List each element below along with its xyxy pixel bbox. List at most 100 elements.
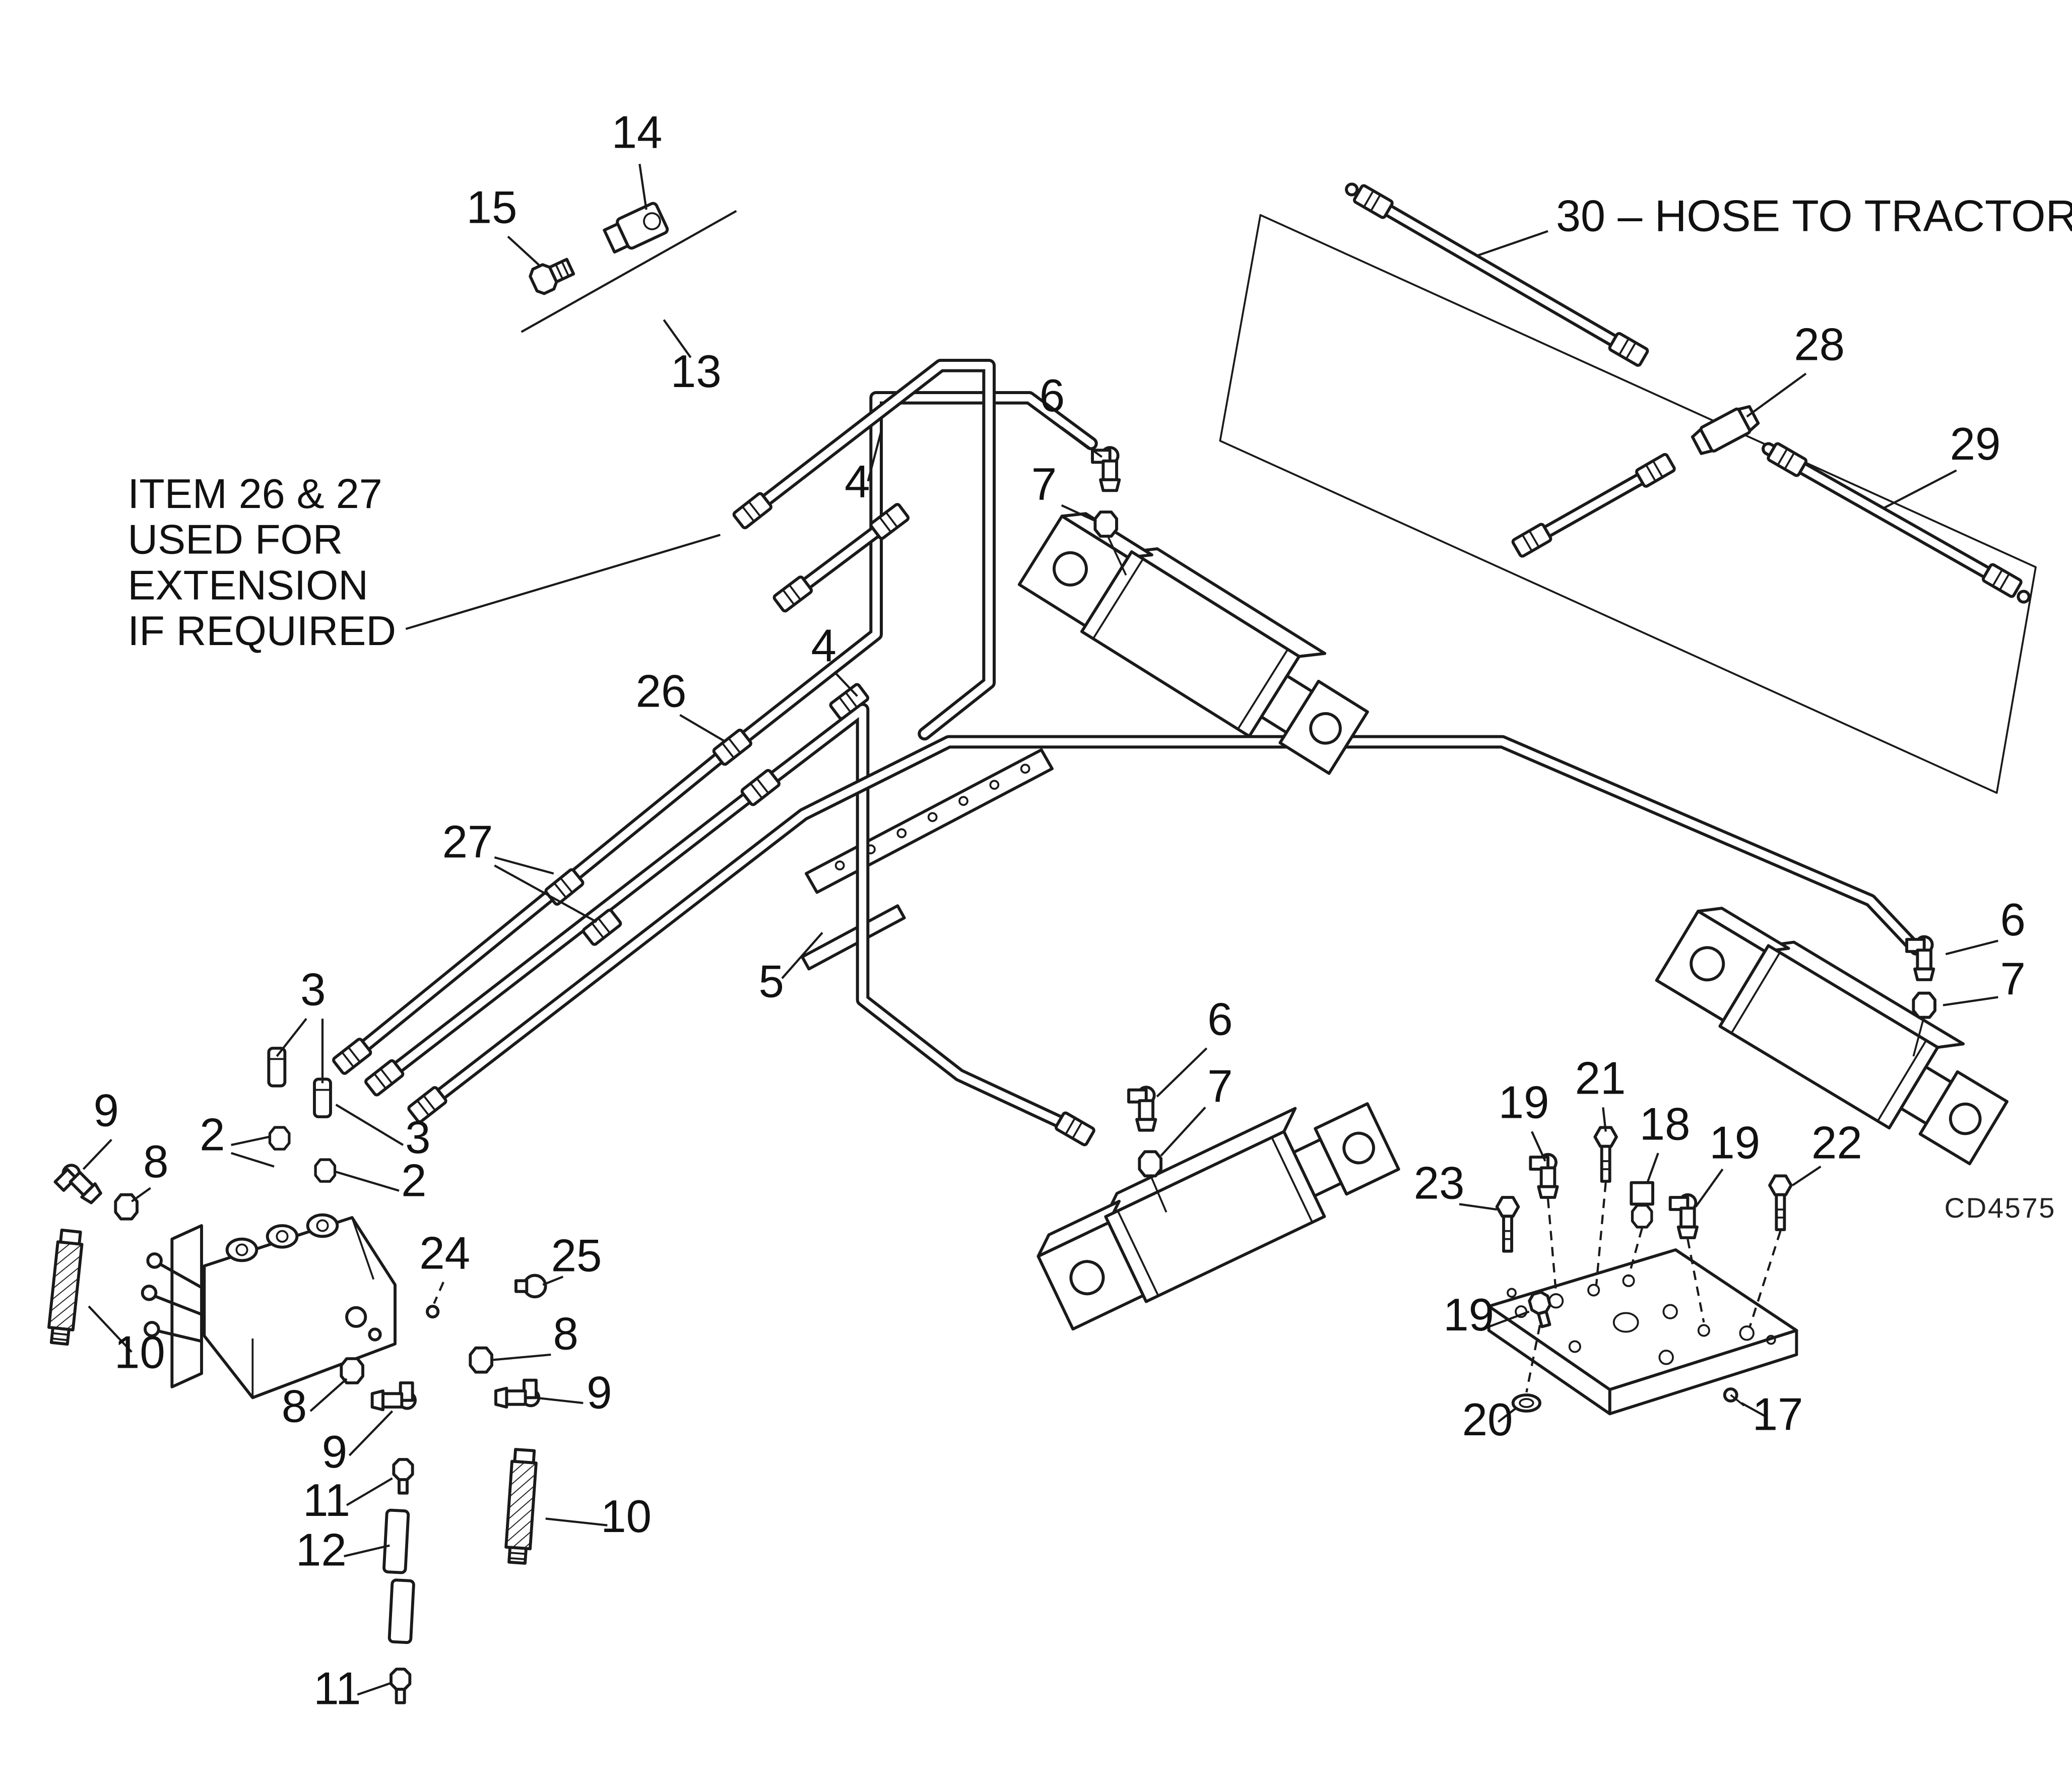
leader-callout-15 — [507, 235, 541, 267]
hose-valve-to-middle-cylinder — [377, 703, 1082, 1136]
callout-9-24: 9 — [587, 1368, 612, 1419]
note-leader — [405, 534, 721, 630]
callout-11-28: 11 — [313, 1663, 361, 1714]
leader-callout-6 — [1945, 939, 1998, 956]
callout-17-41: 17 — [1753, 1389, 1803, 1440]
leader-callout-3 — [335, 1104, 404, 1146]
callout-3-14: 3 — [405, 1112, 430, 1163]
elbow-9-bottom-left — [372, 1383, 415, 1410]
leader-callout-2 — [336, 1171, 400, 1192]
leader-callout-5 — [781, 932, 823, 979]
elbow-19a — [1530, 1155, 1557, 1197]
leader-callout-17 — [1740, 1402, 1767, 1418]
spool-3b — [314, 1079, 331, 1117]
leader-callout-9 — [535, 1396, 584, 1405]
nut-2a — [270, 1127, 289, 1149]
hose-30-to-tractor — [1345, 182, 1648, 366]
hose-29-assembly — [1512, 403, 2031, 604]
nut-7-right — [1913, 993, 1935, 1017]
elbow-6-middle — [1129, 1087, 1155, 1130]
leader-callout-9 — [82, 1138, 112, 1170]
leader-callout-10 — [88, 1305, 133, 1353]
leader-callout-2 — [231, 1152, 275, 1168]
callout-11-25: 11 — [303, 1475, 350, 1526]
control-valve-assembly — [47, 1048, 547, 1703]
screw-17 — [1723, 1387, 1745, 1407]
leader-callout-6 — [1156, 1047, 1208, 1098]
callout-9-23: 9 — [322, 1427, 347, 1478]
nut-7-top — [1095, 512, 1117, 536]
leader-callout-7 — [1160, 1106, 1206, 1157]
leader-callout-8 — [131, 1187, 151, 1202]
callout-10-18: 10 — [114, 1327, 165, 1378]
leader-callout-21 — [1602, 1107, 1607, 1132]
bolt-21 — [1595, 1127, 1616, 1181]
hose30-leader — [1477, 230, 1548, 257]
callout-25-20: 25 — [551, 1231, 602, 1282]
nut-2b — [315, 1160, 335, 1181]
fitting-8-bottom-left — [341, 1359, 363, 1383]
callout-2-13: 2 — [200, 1110, 225, 1161]
hose-valve-to-right-cylinder — [420, 735, 1923, 1112]
note-line-4: IF REQUIRED — [127, 607, 396, 654]
leader-callout-8 — [491, 1353, 551, 1361]
elbow-6-right — [1907, 937, 1933, 980]
leader-callout-27 — [494, 864, 598, 923]
callout-15-1: 15 — [467, 182, 517, 233]
leader-callout-19 — [1485, 1310, 1530, 1329]
fitting-11-lower — [391, 1669, 410, 1703]
callout-29-4: 29 — [1950, 419, 2001, 470]
callout-18-35: 18 — [1640, 1099, 1691, 1150]
leader-callout-25 — [542, 1276, 564, 1286]
hose-valve-to-top-cylinder — [345, 391, 1098, 1063]
callout-10-27: 10 — [601, 1491, 652, 1542]
elbow-19b — [1670, 1195, 1697, 1238]
cylinder-port-fittings — [1092, 448, 1935, 1213]
leader-callout-19 — [1695, 1168, 1724, 1207]
leader-callout-4 — [833, 671, 858, 697]
leader-callout-2 — [231, 1135, 269, 1147]
manifold-assembly — [1487, 1127, 1798, 1416]
strainer-10-right — [505, 1449, 537, 1564]
coupler-28 — [1691, 403, 1760, 457]
elbow-9-bottom-right — [496, 1380, 539, 1407]
callout-13-2: 13 — [671, 346, 722, 397]
callout-3-12: 3 — [300, 965, 326, 1015]
hose-4-switchback — [746, 358, 996, 741]
mounting-strap-5 — [801, 748, 1054, 971]
callout-6-31: 6 — [2000, 895, 2025, 945]
leader-callout-18 — [1646, 1153, 1659, 1183]
leader-callout-8 — [309, 1378, 348, 1412]
leader-callout-14 — [638, 164, 648, 210]
leader-callout-27 — [494, 856, 554, 875]
part-code: CD4575 — [1945, 1192, 2056, 1224]
callout-8-17: 8 — [143, 1136, 168, 1187]
callout-4-7: 4 — [845, 457, 870, 507]
callout-28-3: 28 — [1794, 320, 1845, 370]
oring-20 — [1511, 1393, 1541, 1413]
callout-8-22: 8 — [282, 1381, 307, 1432]
leader-callout-7 — [1061, 504, 1097, 523]
callout-9-16: 9 — [93, 1086, 118, 1136]
callout-7-30: 7 — [1207, 1061, 1233, 1112]
leader-callout-4 — [867, 429, 883, 482]
leader-callout-26 — [679, 714, 727, 743]
valve-levers — [141, 1252, 203, 1343]
fitting-18 — [1630, 1181, 1654, 1227]
leader-callout-24 — [433, 1282, 444, 1304]
note-line-1: ITEM 26 & 27 — [127, 470, 382, 517]
leader-callout-12 — [344, 1544, 390, 1558]
spool-3a — [269, 1048, 285, 1086]
callout-24-19: 24 — [419, 1228, 470, 1279]
strainer-10-left — [47, 1230, 83, 1345]
leader-callout-22 — [1792, 1165, 1822, 1186]
leader-callout-3 — [276, 1018, 307, 1057]
callout-23-38: 23 — [1414, 1158, 1465, 1209]
callout-14-0: 14 — [612, 107, 663, 158]
oring-24 — [426, 1305, 440, 1319]
leader-callout-28 — [1746, 372, 1807, 418]
bolt-22 — [1770, 1176, 1791, 1230]
callout-2-15: 2 — [401, 1155, 426, 1206]
